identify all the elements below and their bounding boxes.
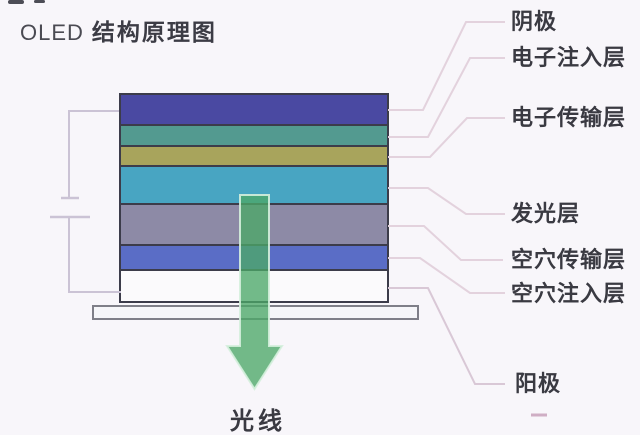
label-anode: 阳极: [515, 371, 562, 396]
label-emissive: 发光层: [511, 201, 581, 226]
layer-cathode: [121, 95, 387, 126]
layer-electron-injection: [121, 126, 387, 147]
label-hole-transport: 空穴传输层: [511, 247, 627, 272]
label-electron-transport: 电子传输层: [511, 105, 627, 130]
connector-anode: [388, 287, 505, 385]
title-zh: 结构原理图: [91, 19, 217, 45]
layer-emissive: [121, 167, 387, 205]
anode-wire: [68, 218, 121, 293]
connector-hole-injection: [388, 257, 505, 294]
connector-emissive: [388, 187, 505, 215]
title-en: OLED: [20, 20, 84, 45]
layer-hole-injection: [121, 246, 387, 271]
connector-cathode: [388, 21, 505, 111]
layer-hole-transport: [121, 205, 387, 246]
connector-hole-transport: [388, 225, 503, 261]
layer-electron-transport: [121, 147, 387, 167]
cathode-wire: [68, 110, 119, 197]
artifact-mark: [8, 0, 24, 4]
connector-electron-injection: [388, 57, 505, 138]
substrate-plate: [92, 305, 419, 320]
connector-electron-transport: [388, 117, 505, 158]
label-hole-injection: 空穴注入层: [511, 281, 627, 306]
layer-stack: [119, 93, 389, 303]
label-light: 光线: [230, 408, 286, 435]
page-title: OLED 结构原理图: [20, 13, 217, 47]
layer-anode: [121, 271, 387, 301]
label-cathode: 阴极: [511, 9, 558, 34]
power-source-symbol: [50, 110, 121, 293]
artifact-mark: [34, 0, 45, 3]
label-electron-injection: 电子注入层: [511, 45, 627, 70]
